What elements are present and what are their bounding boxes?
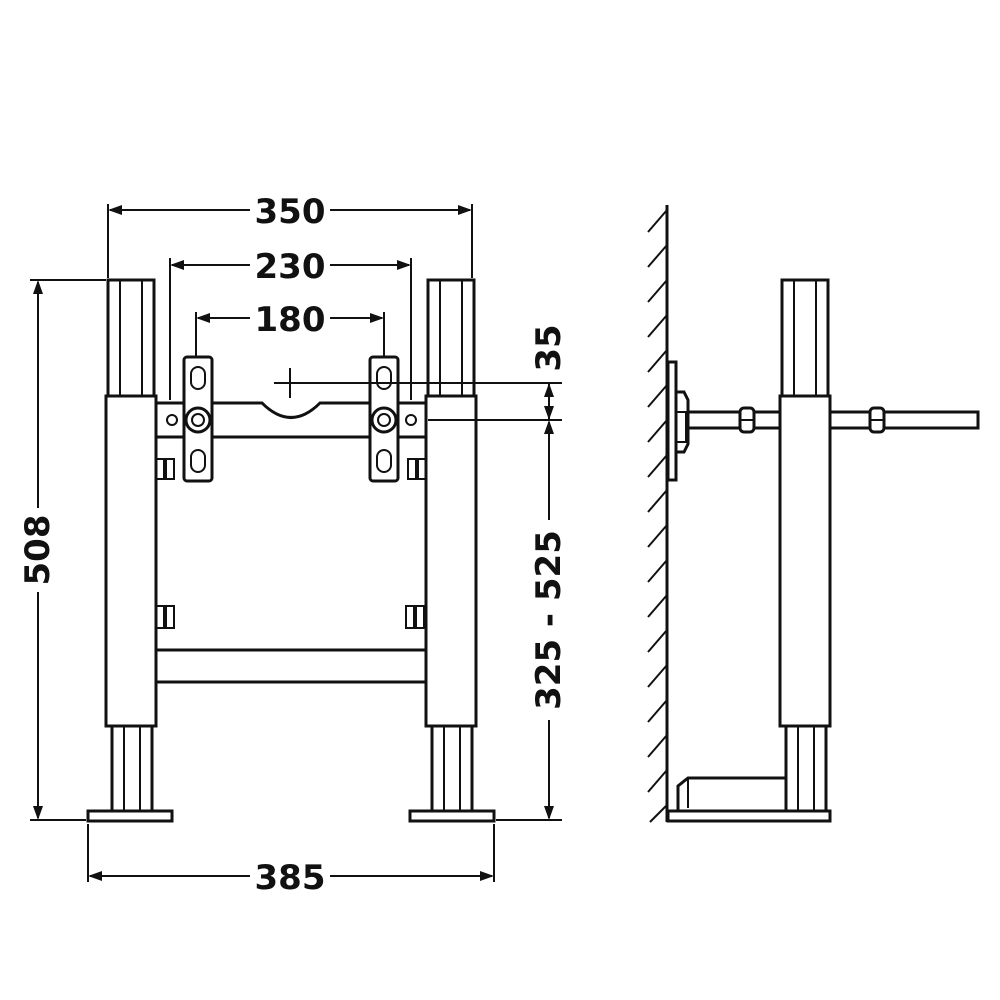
dimension-35: 35 (300, 324, 569, 421)
dimension-508: 508 (18, 279, 106, 821)
left-bracket (166, 355, 214, 483)
clamp-nuts (155, 458, 427, 629)
wall-plate (666, 360, 690, 482)
dimension-label-350: 350 (255, 192, 326, 232)
side-leg (778, 278, 832, 814)
top-crossbar (154, 401, 428, 439)
side-foot (666, 776, 832, 823)
side-view (647, 205, 980, 823)
lower-crossbar (154, 648, 428, 684)
right-leg (408, 278, 496, 823)
dimension-385: 385 (87, 824, 495, 898)
dimension-label-180: 180 (255, 300, 326, 340)
wall-hatching (647, 205, 669, 823)
dimension-label-508: 508 (18, 515, 58, 586)
left-leg (86, 278, 174, 823)
dimension-label-230: 230 (255, 247, 326, 287)
dimension-230: 230 (169, 247, 412, 400)
dimension-label-385: 385 (255, 858, 326, 898)
support-rod (686, 406, 980, 434)
dimension-350: 350 (107, 192, 473, 278)
dimension-325-525: 325 - 525 (496, 420, 569, 821)
right-bracket (368, 355, 417, 483)
dimension-180: 180 (195, 300, 385, 356)
dimension-label-35: 35 (529, 324, 569, 371)
dimension-label-325-525: 325 - 525 (529, 530, 569, 710)
front-view (86, 278, 496, 823)
